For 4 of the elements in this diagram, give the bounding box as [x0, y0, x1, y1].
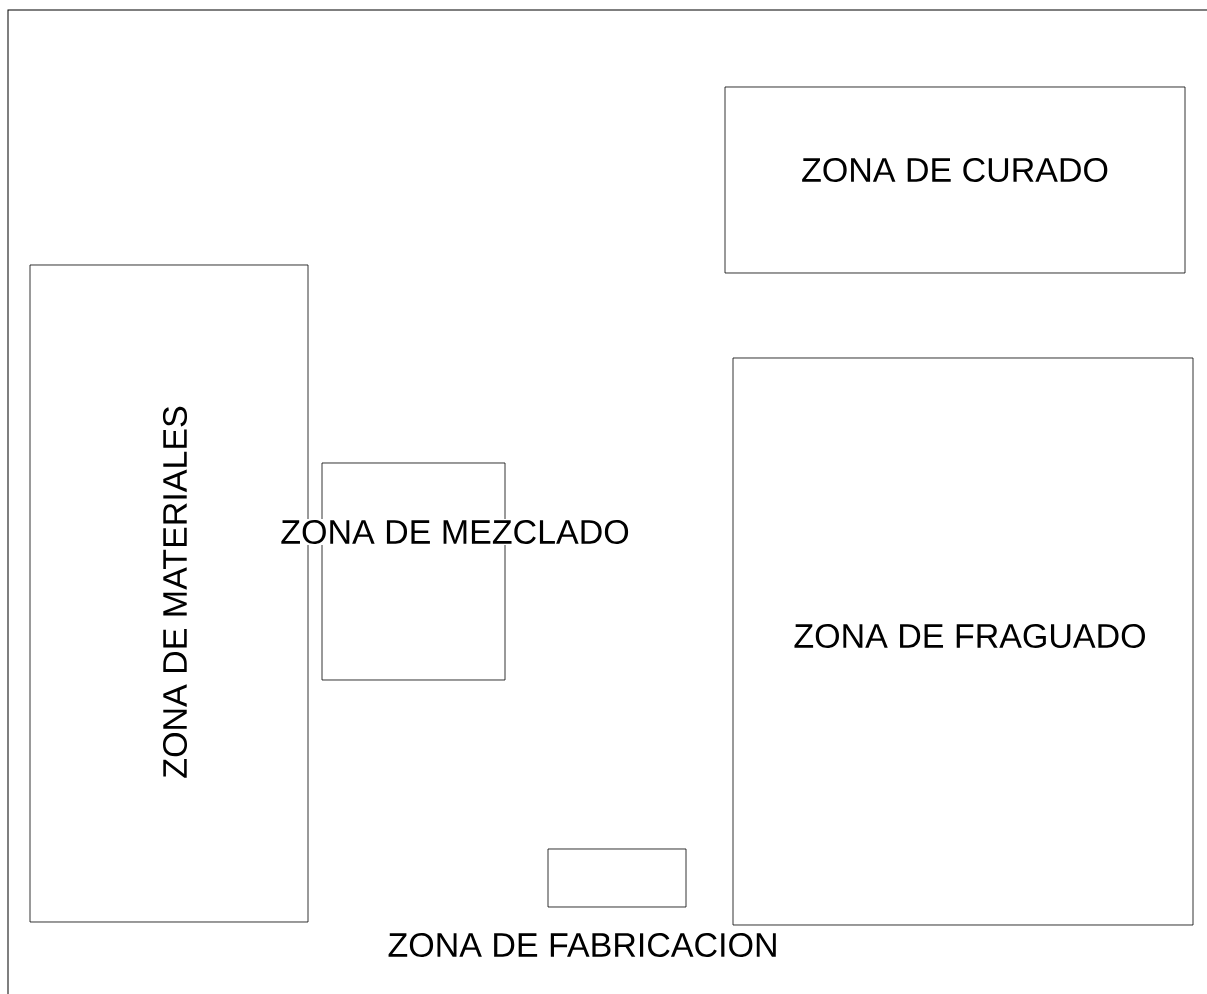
zone-box: ZONA DE MEZCLADO	[279, 462, 631, 681]
zone-box: ZONA DE FRAGUADO	[732, 357, 1194, 926]
node-label: ZONA DE FABRICACION	[388, 932, 776, 958]
zone-box: ZONA DE CURADO	[724, 86, 1186, 274]
